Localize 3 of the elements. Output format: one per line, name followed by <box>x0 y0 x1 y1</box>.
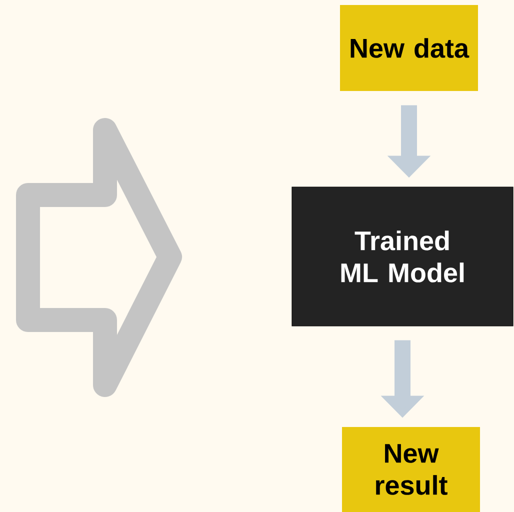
process-box: New data <box>340 5 478 91</box>
process-box: Trained ML Model <box>292 186 514 326</box>
process-box: New result <box>342 427 480 512</box>
